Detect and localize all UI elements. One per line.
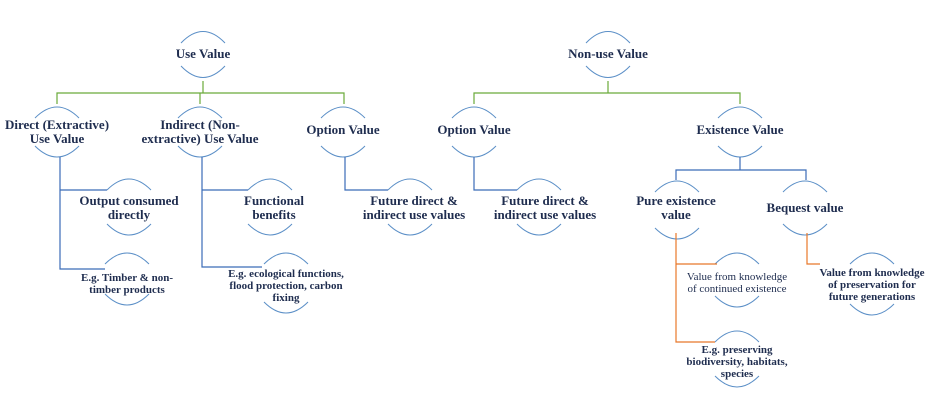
node-output-consumed-line-2: directly (108, 207, 151, 222)
node-bequest-value: Bequest value (767, 200, 844, 215)
node-future-right-line-1: Future direct & (501, 193, 589, 208)
node-option-value-right: Option Value (437, 122, 511, 137)
node-knowledge-preservation-line-2: of preservation for (828, 279, 916, 291)
node-biodiversity-line-2: biodiversity, habitats, (686, 356, 787, 368)
node-functional-line-2: benefits (252, 207, 295, 222)
node-direct-use-value: Direct (Extractive) Use Value (5, 117, 109, 146)
node-option-right-line-1: Option Value (437, 122, 511, 137)
node-non-use-value-line-1: Non-use Value (568, 46, 648, 61)
node-existence-value: Existence Value (696, 122, 783, 137)
node-knowledge-existence-line-2: of continued existence (688, 283, 787, 295)
node-indirect-line-2: extractive) Use Value (142, 131, 259, 146)
node-eco-line-3: fixing (273, 292, 300, 304)
node-preserving-biodiversity: E.g. preserving biodiversity, habitats, … (686, 344, 787, 380)
node-biodiversity-line-3: species (721, 368, 754, 380)
node-output-consumed-line-1: Output consumed (79, 193, 179, 208)
node-timber-example: E.g. Timber & non- timber products (81, 272, 173, 296)
orange-connectors (675, 233, 820, 343)
node-knowledge-existence: Value from knowledge of continued existe… (687, 271, 787, 295)
node-future-right-line-2: indirect use values (494, 207, 596, 222)
blue-connectors (59, 157, 807, 270)
node-functional-line-1: Functional (244, 193, 304, 208)
node-pure-existence: Pure existence value (636, 193, 716, 222)
node-knowledge-preservation-line-3: future generations (829, 291, 916, 303)
node-use-value: Use Value (176, 46, 231, 61)
node-knowledge-preservation-line-1: Value from knowledge (819, 267, 924, 279)
node-non-use-value: Non-use Value (568, 46, 648, 61)
node-direct-line-1: Direct (Extractive) (5, 117, 109, 132)
node-option-value-left: Option Value (306, 122, 380, 137)
node-future-use-left: Future direct & indirect use values (363, 193, 465, 222)
node-output-consumed: Output consumed directly (79, 193, 179, 222)
node-timber-line-1: E.g. Timber & non- (81, 272, 173, 284)
node-future-left-line-1: Future direct & (370, 193, 458, 208)
node-ecological-example: E.g. ecological functions, flood protect… (228, 268, 344, 304)
node-option-left-line-1: Option Value (306, 122, 380, 137)
node-indirect-line-1: Indirect (Non- (160, 117, 240, 132)
node-use-value-line-1: Use Value (176, 46, 231, 61)
node-biodiversity-line-1: E.g. preserving (702, 344, 773, 356)
node-eco-line-2: flood protection, carbon (229, 280, 342, 292)
node-pure-existence-line-2: value (661, 207, 691, 222)
node-existence-line-1: Existence Value (696, 122, 783, 137)
node-future-left-line-2: indirect use values (363, 207, 465, 222)
node-timber-line-2: timber products (89, 284, 165, 296)
node-knowledge-preservation: Value from knowledge of preservation for… (819, 267, 924, 303)
node-future-use-right: Future direct & indirect use values (494, 193, 596, 222)
node-indirect-use-value: Indirect (Non- extractive) Use Value (142, 117, 259, 146)
node-functional-benefits: Functional benefits (244, 193, 304, 222)
node-knowledge-existence-line-1: Value from knowledge (687, 271, 787, 283)
node-direct-line-2: Use Value (30, 131, 85, 146)
node-eco-line-1: E.g. ecological functions, (228, 268, 344, 280)
node-pure-existence-line-1: Pure existence (636, 193, 716, 208)
node-bequest-line-1: Bequest value (767, 200, 844, 215)
green-connectors (56, 81, 741, 104)
